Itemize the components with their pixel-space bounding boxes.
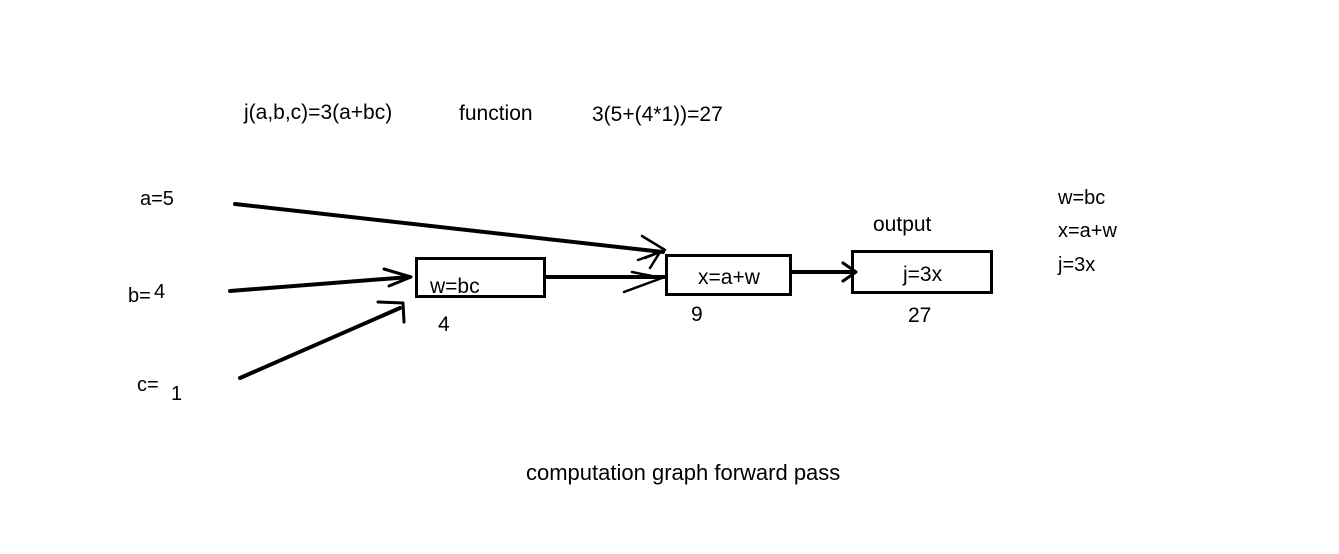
node-w: w=bc [415, 257, 546, 298]
edge-c-to-w [238, 306, 402, 380]
definition-w: w=bc [1058, 187, 1106, 209]
output-label: output [873, 213, 932, 236]
input-b-prefix: b= [128, 285, 151, 307]
edge-a-to-x [233, 202, 665, 254]
input-c-prefix: c= [137, 374, 159, 396]
node-j: j=3x [851, 250, 993, 294]
input-c-value: 1 [171, 383, 183, 405]
edge-b-to-w [228, 275, 412, 293]
arrowhead-a-x-2 [636, 250, 662, 270]
input-b-value: 4 [154, 281, 166, 303]
input-a-label: a=5 [140, 188, 174, 210]
node-x-label: x=a+w [698, 266, 760, 289]
node-x: x=a+w [665, 254, 792, 296]
arrowhead-x-j [841, 261, 858, 283]
definition-j: j=3x [1058, 254, 1096, 276]
diagram-caption: computation graph forward pass [526, 460, 841, 485]
arrowhead-b-w [382, 267, 413, 288]
node-j-value: 27 [908, 304, 932, 327]
node-x-value: 9 [691, 303, 703, 326]
node-w-value: 4 [438, 313, 450, 336]
formula-label: j(a,b,c)=3(a+bc) [244, 101, 393, 124]
arrowhead-w-x [622, 270, 664, 294]
arrowhead-c-w [376, 300, 406, 324]
function-label: function [459, 102, 533, 125]
evaluation-label: 3(5+(4*1))=27 [592, 103, 723, 126]
definition-x: x=a+w [1058, 220, 1117, 242]
node-j-label: j=3x [903, 263, 943, 286]
node-w-label: w=bc [430, 275, 480, 298]
